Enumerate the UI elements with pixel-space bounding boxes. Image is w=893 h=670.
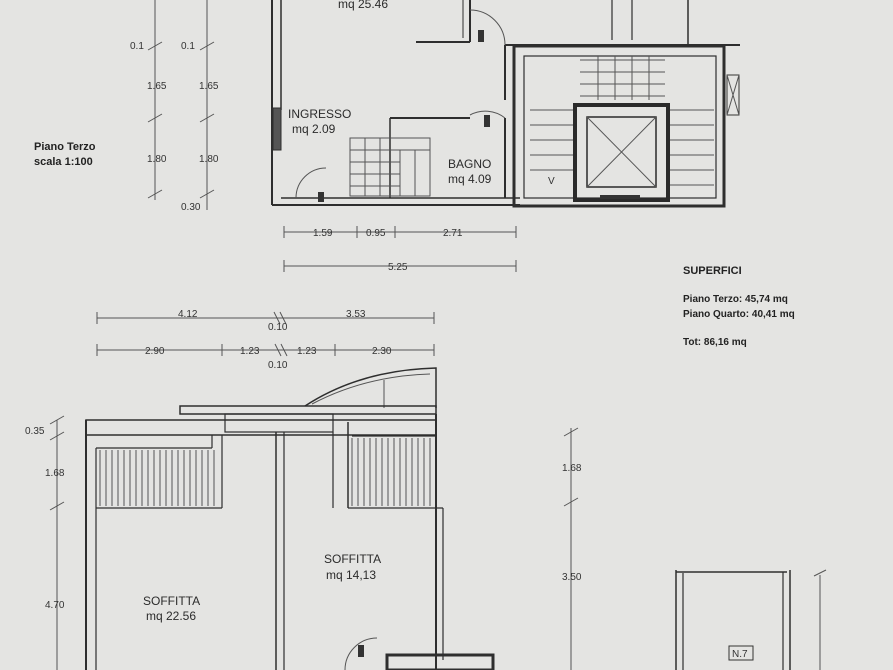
svg-text:1.23: 1.23 <box>240 346 260 357</box>
vertical-dimension-b: 0.1 1.65 1.80 0.30 <box>181 0 219 213</box>
wall-hatch-block <box>272 107 282 151</box>
ingresso-label: INGRESSO <box>288 107 351 121</box>
soffitta-a-area: mq 22.56 <box>146 609 196 623</box>
door-swing <box>295 167 327 199</box>
svg-text:0.10: 0.10 <box>268 360 288 371</box>
summary-heading: SUPERFICI <box>683 265 742 277</box>
bagno-area: mq 4.09 <box>448 172 492 186</box>
top-room-area: mq 25.46 <box>338 0 388 11</box>
upper-floor-plan: V mq 25.46 INGRESSO mq 2.09 BAGNO mq 4.0… <box>34 0 740 273</box>
ingresso-stair <box>349 137 431 197</box>
svg-text:3.53: 3.53 <box>346 309 366 320</box>
summary-total: Tot: 86,16 mq <box>683 337 747 348</box>
svg-text:3.50: 3.50 <box>562 572 582 583</box>
vertical-dimension-a: 0.1 1.65 1.80 <box>130 0 167 200</box>
svg-text:2.71: 2.71 <box>443 228 463 239</box>
ingresso-area: mq 2.09 <box>292 122 336 136</box>
svg-text:1.68: 1.68 <box>45 468 65 479</box>
door-markers <box>318 30 490 202</box>
svg-text:2.30: 2.30 <box>372 346 392 357</box>
left-dimension-chain: 0.35 1.68 4.70 <box>25 415 65 670</box>
svg-text:0.95: 0.95 <box>366 228 386 239</box>
door-marker <box>358 645 364 657</box>
floor-scale: scala 1:100 <box>34 156 93 168</box>
svg-text:1.80: 1.80 <box>199 154 219 165</box>
svg-text:2.90: 2.90 <box>145 346 165 357</box>
summary-piano-terzo: Piano Terzo: 45,74 mq <box>683 294 788 305</box>
door-swing <box>469 9 506 46</box>
right-dimension-chain: 1.68 3.50 <box>562 427 582 670</box>
svg-text:V: V <box>548 176 555 187</box>
svg-text:1.80: 1.80 <box>147 154 167 165</box>
svg-text:1.65: 1.65 <box>199 81 219 92</box>
svg-text:0.1: 0.1 <box>181 41 195 52</box>
svg-text:0.1: 0.1 <box>130 41 144 52</box>
door-swing <box>344 637 378 670</box>
svg-text:0.10: 0.10 <box>268 322 288 333</box>
svg-text:5.25: 5.25 <box>388 262 408 273</box>
soffitta-b-label: SOFFITTA <box>324 552 381 566</box>
soffitta-a-label: SOFFITTA <box>143 594 200 608</box>
roof-hatching-left <box>99 450 215 506</box>
unit-tag: N.7 <box>732 649 748 660</box>
elevator-shaft <box>573 103 670 202</box>
lower-floor-plan: 4.12 3.53 0.10 2.90 1.23 1.23 2.30 0.10 … <box>25 309 827 670</box>
stairwell: V <box>512 44 740 208</box>
horizontal-dimension-chain: 1.59 0.95 2.71 5.25 <box>283 226 517 273</box>
unit-tag-box <box>728 645 754 661</box>
summary-piano-quarto: Piano Quarto: 40,41 mq <box>683 309 795 320</box>
svg-text:0.35: 0.35 <box>25 426 45 437</box>
soffitta-b-area: mq 14,13 <box>326 568 376 582</box>
unit-block: N.7 <box>675 569 827 670</box>
svg-text:0.30: 0.30 <box>181 202 201 213</box>
svg-text:4.70: 4.70 <box>45 600 65 611</box>
svg-text:1.23: 1.23 <box>297 346 317 357</box>
roof-hatching-right <box>351 438 431 506</box>
bagno-label: BAGNO <box>448 157 491 171</box>
door-swing <box>469 110 506 119</box>
svg-text:1.59: 1.59 <box>313 228 333 239</box>
top-dimension-chain: 4.12 3.53 0.10 2.90 1.23 1.23 2.30 0.10 <box>96 309 435 371</box>
svg-text:1.68: 1.68 <box>562 463 582 474</box>
floor-title: Piano Terzo <box>34 141 96 153</box>
svg-text:4.12: 4.12 <box>178 309 198 320</box>
svg-text:1.65: 1.65 <box>147 81 167 92</box>
surface-summary: SUPERFICI Piano Terzo: 45,74 mq Piano Qu… <box>683 265 795 348</box>
